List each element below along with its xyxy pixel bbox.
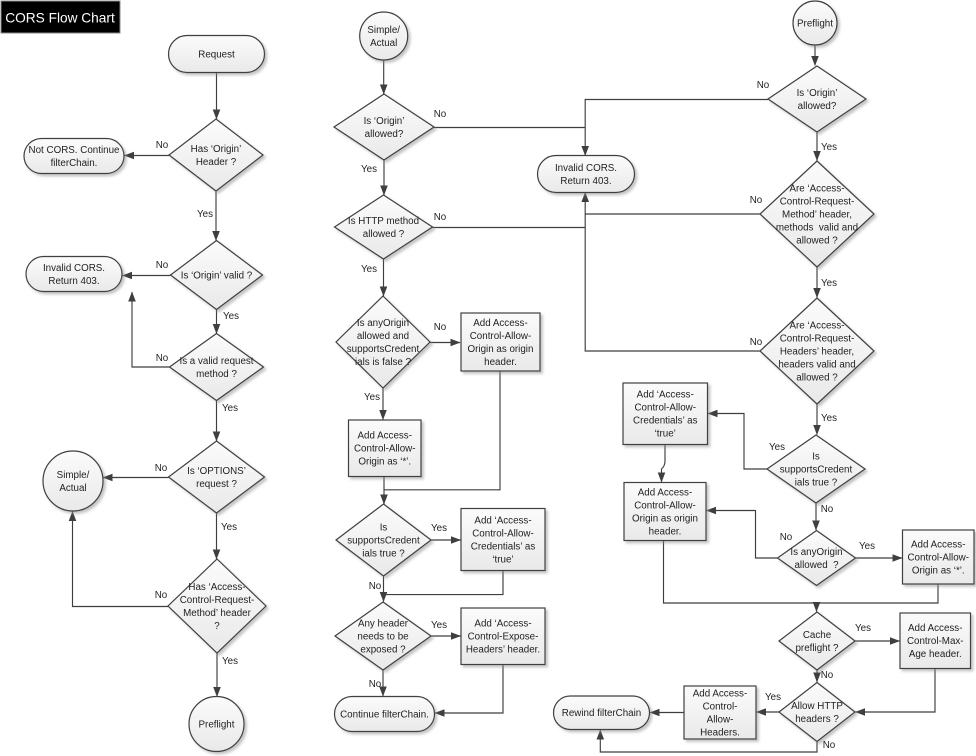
svg-text:No: No [821,504,834,515]
svg-text:Add Access-Control-Allow-Origi: Add Access-Control-Allow-Origin as origi… [468,318,534,368]
svg-text:Is ‘Origin’allowed?: Is ‘Origin’allowed? [797,88,838,112]
svg-text:Add Access-Control-Allow-Heade: Add Access-Control-Allow-Headers. [693,688,747,738]
svg-text:Add ‘Access-Control-Allow-Cred: Add ‘Access-Control-Allow-Credentials’ a… [633,390,698,440]
svg-text:Yes: Yes [859,541,875,552]
svg-text:Simple/Actual: Simple/Actual [57,470,90,494]
svg-text:No: No [434,109,447,120]
svg-text:Preflight: Preflight [797,18,833,29]
svg-text:Is ‘OPTIONS’request ?: Is ‘OPTIONS’request ? [187,466,246,490]
svg-text:Is ‘Origin’ valid ?: Is ‘Origin’ valid ? [181,270,253,281]
svg-text:Yes: Yes [821,278,837,289]
svg-text:No: No [750,195,763,206]
svg-text:No: No [156,353,169,364]
svg-text:No: No [369,581,382,592]
svg-text:Add Access-Control-Allow-Origi: Add Access-Control-Allow-Origin as ‘*’. [354,431,416,468]
svg-text:Has ‘Access-Control-Request-Me: Has ‘Access-Control-Request-Method’ head… [180,582,255,632]
svg-text:Simple/Actual: Simple/Actual [367,25,400,49]
svg-text:Yes: Yes [364,392,380,403]
svg-text:Yes: Yes [769,442,785,453]
svg-text:No: No [155,590,168,601]
svg-text:Yes: Yes [431,523,447,534]
svg-text:Invalid CORS.Return 403.: Invalid CORS.Return 403. [43,263,105,287]
svg-text:No: No [156,260,169,271]
svg-text:Yes: Yes [361,264,377,275]
svg-text:Yes: Yes [821,413,837,424]
svg-text:CORS Flow Chart: CORS Flow Chart [5,11,115,26]
svg-text:Yes: Yes [221,522,237,533]
svg-text:Is ‘Origin’allowed?: Is ‘Origin’allowed? [364,116,405,140]
svg-text:No: No [821,670,834,681]
svg-text:Add ‘Access-Control-Allow-Cred: Add ‘Access-Control-Allow-Credentials’ a… [471,515,536,565]
svg-text:Are ‘Access-Control-Request-He: Are ‘Access-Control-Request-Headers’ hea… [778,320,855,383]
svg-text:No: No [369,679,382,690]
svg-text:Add Access-Control-Allow-Origi: Add Access-Control-Allow-Origin as ‘*’. [907,539,969,576]
svg-text:Yes: Yes [855,623,871,634]
svg-text:Add Access-Control-Allow-Origi: Add Access-Control-Allow-Origin as origi… [632,487,698,537]
svg-text:Rewind filterChain: Rewind filterChain [562,708,642,719]
svg-text:Add ‘Access-Control-Expose-Hea: Add ‘Access-Control-Expose-Headers’ head… [466,619,540,656]
svg-text:Preflight: Preflight [199,719,235,730]
svg-text:No: No [823,740,836,751]
svg-text:Continue filterChain.: Continue filterChain. [340,709,429,720]
svg-text:Yes: Yes [431,620,447,631]
svg-text:Yes: Yes [222,403,238,414]
svg-text:No: No [155,463,168,474]
svg-text:Request: Request [198,49,235,60]
svg-text:No: No [757,80,770,91]
svg-text:Yes: Yes [197,209,213,220]
svg-text:Yes: Yes [821,142,837,153]
svg-text:Has ‘Origin’Header ?: Has ‘Origin’Header ? [191,144,242,168]
svg-text:Yes: Yes [222,656,238,667]
svg-text:No: No [434,212,447,223]
svg-text:Add Access-Control-Max-Age hea: Add Access-Control-Max-Age header. [907,623,964,660]
svg-text:Yes: Yes [765,692,781,703]
svg-text:No: No [156,140,169,151]
svg-text:Invalid CORS.Return 403.: Invalid CORS.Return 403. [555,163,617,187]
svg-text:Yes: Yes [361,164,377,175]
svg-text:No: No [434,322,447,333]
svg-text:Are ‘Access-Control-Request-Me: Are ‘Access-Control-Request-Method’ head… [776,183,858,246]
svg-text:Yes: Yes [223,311,239,322]
svg-text:No: No [780,532,793,543]
svg-text:No: No [750,337,763,348]
